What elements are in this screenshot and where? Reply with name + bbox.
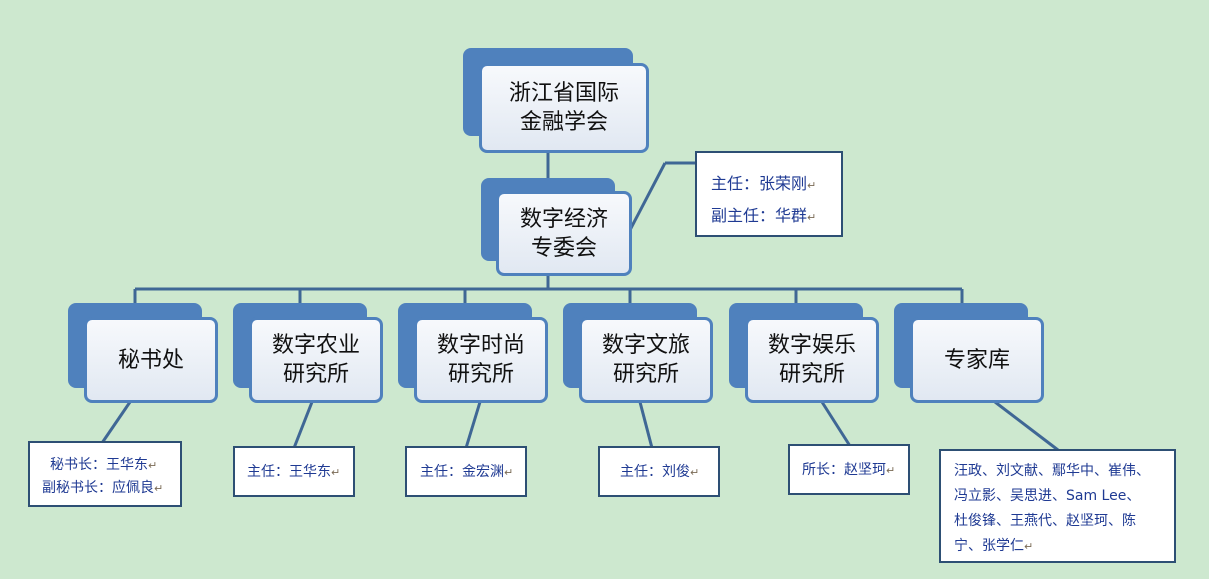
department-node-label: 数字农业 bbox=[271, 333, 360, 358]
callout-pointer-4 bbox=[638, 401, 654, 449]
committee-leaders-callout: 主任：张荣刚↵ 副主任：华群↵ bbox=[695, 151, 843, 237]
callout-pointer-5 bbox=[820, 401, 852, 447]
department-node-sublabel: 研究所 bbox=[447, 362, 514, 387]
department-node-label: 专家库 bbox=[943, 347, 1010, 373]
paragraph-mark-icon: ↵ bbox=[504, 466, 514, 479]
callout-pointer-3 bbox=[464, 401, 482, 449]
department-node-sublabel: 研究所 bbox=[612, 362, 679, 387]
callout-line: 主任：刘俊 bbox=[620, 464, 690, 480]
paragraph-mark-icon: ↵ bbox=[331, 466, 341, 479]
callout-line: 冯立影、吴思进、Sam Lee、 bbox=[954, 488, 1141, 504]
paragraph-mark-icon: ↵ bbox=[690, 466, 700, 479]
paragraph-mark-icon: ↵ bbox=[807, 179, 817, 192]
department-node-sublabel: 研究所 bbox=[778, 362, 845, 387]
department-node-sublabel: 研究所 bbox=[282, 362, 349, 387]
callout-line: 汪政、刘文献、鄢华中、崔伟、 bbox=[954, 463, 1150, 479]
expert-pool-callout: 汪政、刘文献、鄢华中、崔伟、 冯立影、吴思进、Sam Lee、 杜俊锋、王燕代、… bbox=[939, 449, 1176, 563]
committee-director: 主任：张荣刚 bbox=[711, 174, 808, 193]
callout-pointer-6 bbox=[994, 400, 1059, 452]
paragraph-mark-icon: ↵ bbox=[1024, 540, 1034, 553]
digital-entertainment-callout: 所长：赵坚珂↵ bbox=[788, 444, 910, 495]
paragraph-mark-icon: ↵ bbox=[148, 459, 158, 472]
callout-pointer-1 bbox=[100, 401, 132, 444]
department-node-label: 数字娱乐 bbox=[767, 333, 856, 358]
paragraph-mark-icon: ↵ bbox=[807, 211, 817, 224]
callout-line: 主任：王华东 bbox=[247, 464, 331, 480]
paragraph-mark-icon: ↵ bbox=[154, 482, 164, 495]
digital-tourism-callout: 主任：刘俊↵ bbox=[598, 446, 720, 497]
department-node-label: 秘书处 bbox=[117, 347, 184, 373]
digital-agriculture-callout: 主任：王华东↵ bbox=[233, 446, 355, 497]
root-node-line2: 金融学会 bbox=[519, 110, 608, 135]
root-node-line1: 浙江省国际 bbox=[508, 81, 619, 106]
department-node-label: 数字文旅 bbox=[601, 333, 690, 358]
digital-fashion-callout: 主任：金宏渊↵ bbox=[405, 446, 527, 497]
paragraph-mark-icon: ↵ bbox=[886, 464, 896, 477]
committee-callout-pointer bbox=[628, 162, 667, 231]
callout-line: 所长：赵坚珂 bbox=[802, 462, 886, 478]
callout-line: 宁、张学仁 bbox=[954, 538, 1024, 554]
committee-vice-director: 副主任：华群 bbox=[711, 206, 808, 225]
callout-line: 副秘书长：应佩良 bbox=[42, 480, 154, 496]
committee-node-line1: 数字经济 bbox=[519, 206, 608, 232]
department-node-label: 数字时尚 bbox=[436, 333, 525, 358]
callout-line: 主任：金宏渊 bbox=[420, 464, 504, 480]
callout-pointer-2 bbox=[292, 401, 314, 449]
committee-node-line2: 专委会 bbox=[530, 235, 597, 261]
secretariat-callout: 秘书长：王华东↵ 副秘书长：应佩良↵ bbox=[28, 441, 182, 507]
callout-line: 秘书长：王华东 bbox=[50, 457, 148, 473]
callout-line: 杜俊锋、王燕代、赵坚珂、陈 bbox=[954, 513, 1136, 529]
